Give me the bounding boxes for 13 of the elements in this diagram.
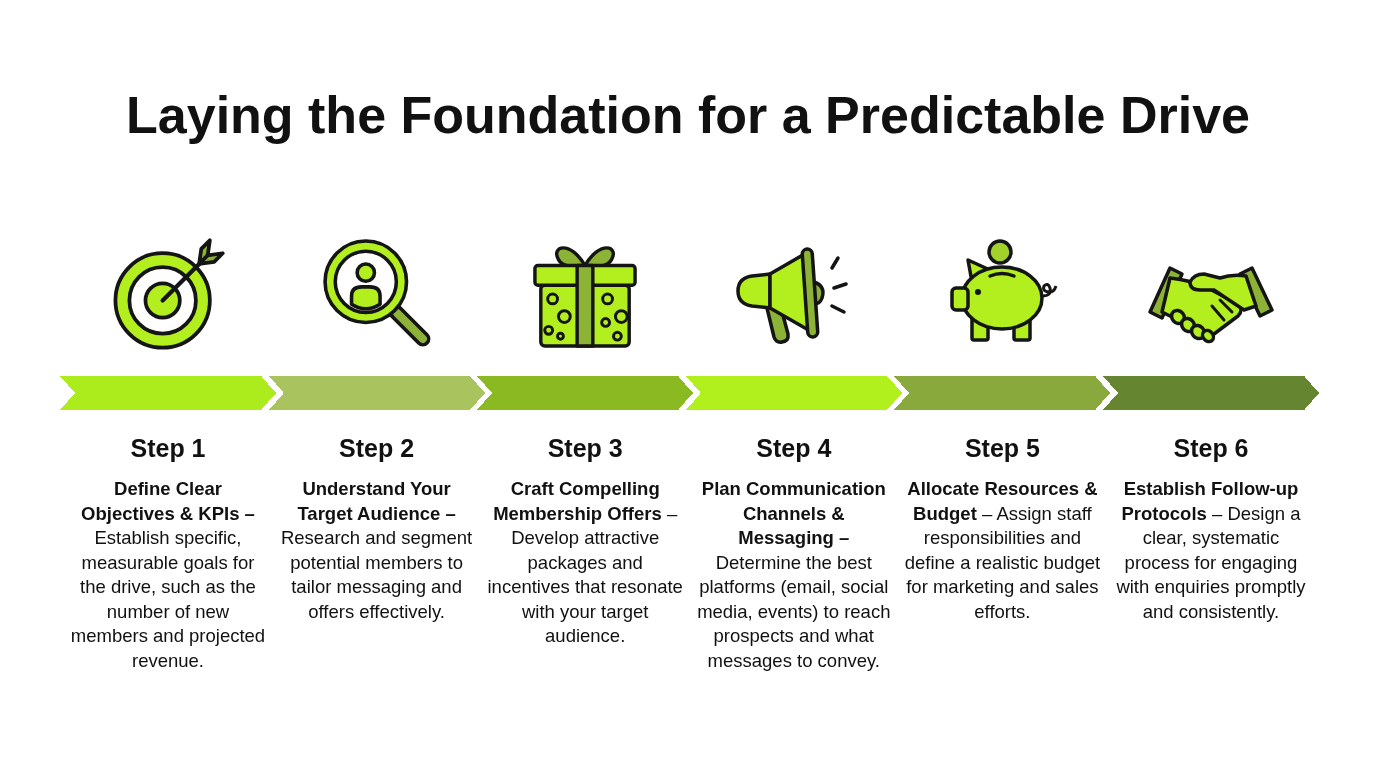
step-heading: Step 6	[1173, 433, 1249, 463]
title: Laying the Foundation for a Predictable Drive	[126, 85, 1250, 146]
step-description: Craft Compelling Membership Offers – Develop attractive packages and incentives that resonate with your target audience.	[486, 477, 684, 648]
step-description: Understand Your Target Audience – Research and segment potential members to tailor messaging and offers effectively.	[279, 477, 474, 624]
step-heading: Step 5	[964, 433, 1040, 463]
step-description: Allocate Resources & Budget – Assign staff responsibilities and define a realistic budget for marketing and sales efforts.	[903, 477, 1102, 624]
step-heading: Step 2	[339, 433, 415, 463]
step-description: Define Clear Objectives & KPIs – Establish specific, measurable goals for the drive, such as the number of new members and projected revenue.	[69, 477, 267, 673]
step-heading: Step 1	[130, 433, 206, 463]
step-heading: Step 3	[547, 433, 623, 463]
step-description: Plan Communication Channels & Messaging – Determine the best platforms (email, social media, events) to reach prospects and what messages to convey.	[696, 477, 892, 673]
step-description: Establish Follow-up Protocols – Design a clear, systematic process for engaging with enquiries promptly and consistently.	[1115, 477, 1307, 624]
step-heading: Step 4	[756, 433, 832, 463]
